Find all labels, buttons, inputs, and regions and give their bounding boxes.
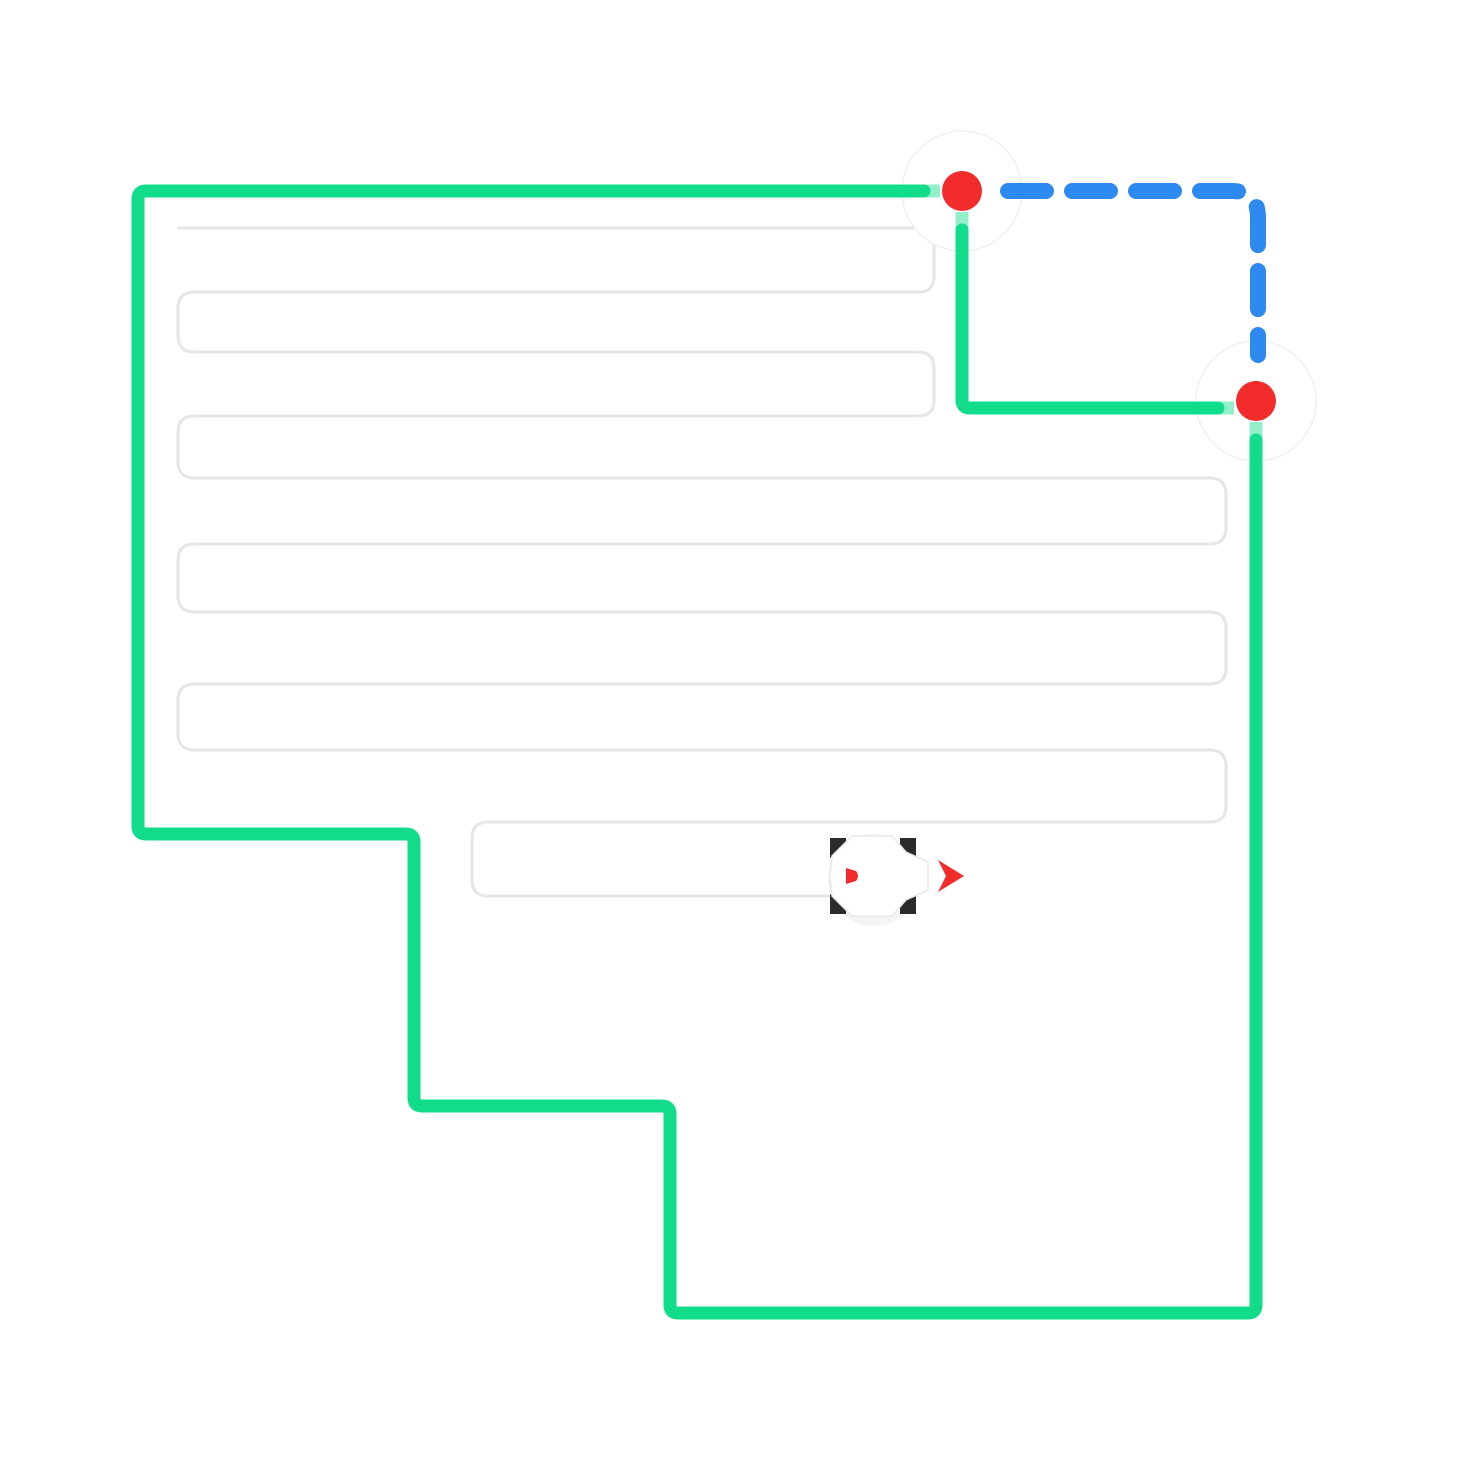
mower-body xyxy=(829,835,929,917)
mowing-lane xyxy=(176,226,1228,898)
top-left-anchor[interactable] xyxy=(942,171,982,211)
boundary-line xyxy=(131,184,1263,1320)
mower-icon[interactable] xyxy=(828,834,964,926)
mower-wheel-icon xyxy=(900,894,916,914)
inner-boundary-line xyxy=(955,223,1225,415)
mower-front-marker-icon xyxy=(846,868,858,884)
mowing-lanes xyxy=(176,226,1228,898)
mower-wheel-icon xyxy=(900,838,916,858)
heading-arrow-icon xyxy=(938,860,964,892)
top-right-anchor[interactable] xyxy=(1236,381,1276,421)
boundary-fade-joins xyxy=(904,184,1263,460)
virtual-wall-path xyxy=(1000,183,1266,363)
